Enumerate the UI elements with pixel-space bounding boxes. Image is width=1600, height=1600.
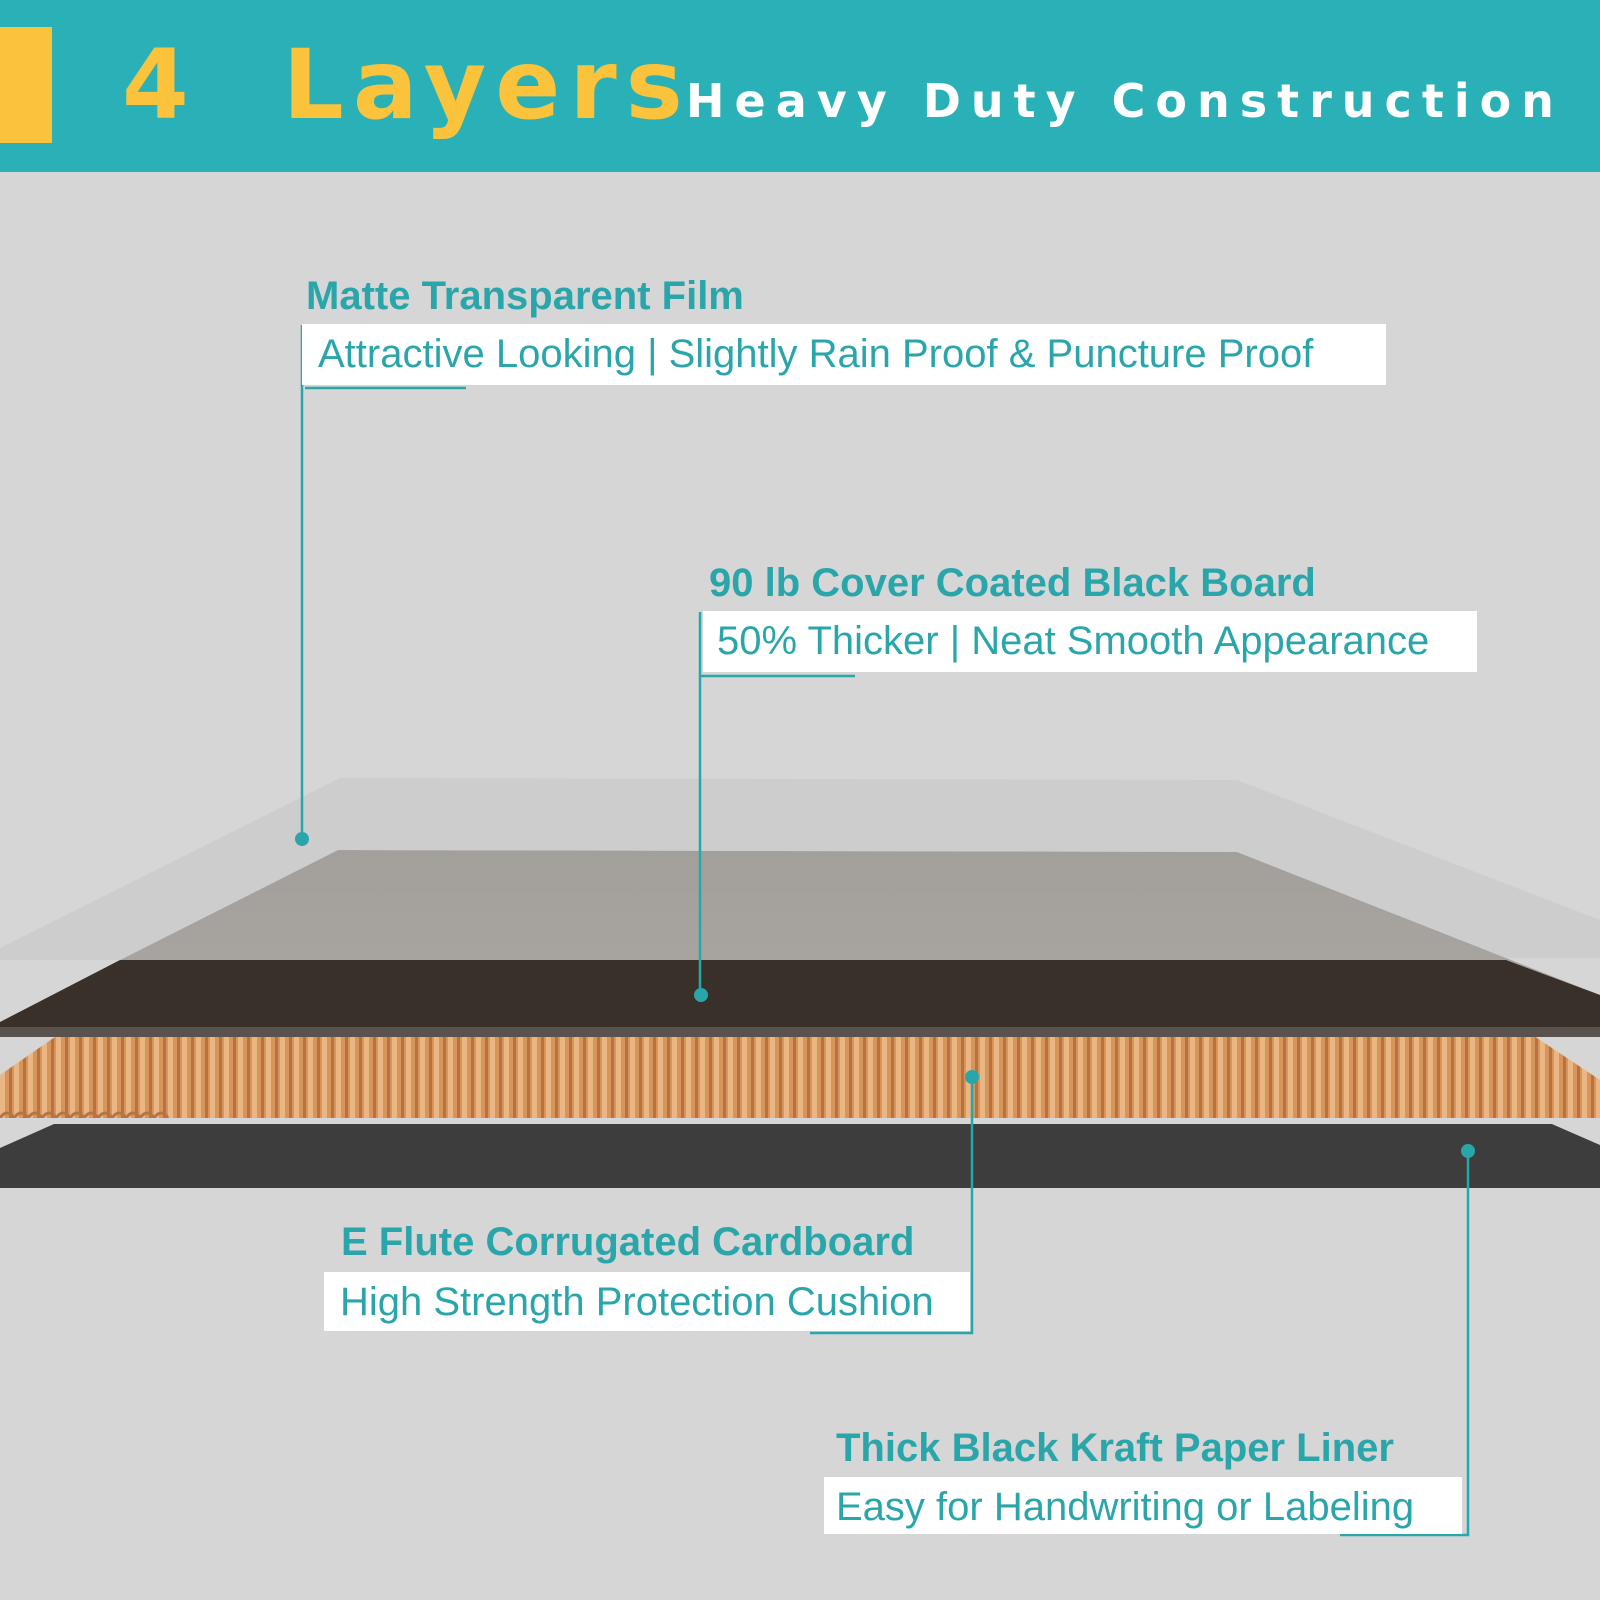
header-banner: 4 Layers Heavy Duty Construction [0,0,1600,172]
film-layer-title: Matte Transparent Film [306,274,744,318]
corrugated-leader-dot [965,1070,979,1084]
film-leader-dot [295,832,309,846]
film-layer-description: Attractive Looking | Slightly Rain Proof… [302,324,1386,385]
header-accent-bar [0,27,52,143]
board-layer-description: 50% Thicker | Neat Smooth Appearance [703,611,1477,672]
board-leader-dot [694,988,708,1002]
corrugated-layer-title: E Flute Corrugated Cardboard [341,1220,915,1264]
liner-layer-title: Thick Black Kraft Paper Liner [836,1426,1394,1470]
kraft-liner-layer [0,1108,1600,1188]
board-layer-title: 90 lb Cover Coated Black Board [709,561,1316,605]
liner-leader-line [1340,1150,1470,1537]
header-title: 4 Layers [122,29,692,141]
leader-lines [300,325,1470,1537]
film-layer [0,778,1600,960]
board-leader-line [698,612,855,994]
black-board-layer [0,850,1600,1037]
header-subtitle: Heavy Duty Construction [686,74,1564,128]
corrugated-layer-description: High Strength Protection Cushion [324,1272,970,1331]
liner-leader-dot [1461,1144,1475,1158]
liner-layer-description: Easy for Handwriting or Labeling [824,1477,1462,1534]
corrugated-leader-line [810,1076,974,1335]
film-leader-line [300,325,466,838]
corrugated-layer [0,1030,1600,1124]
